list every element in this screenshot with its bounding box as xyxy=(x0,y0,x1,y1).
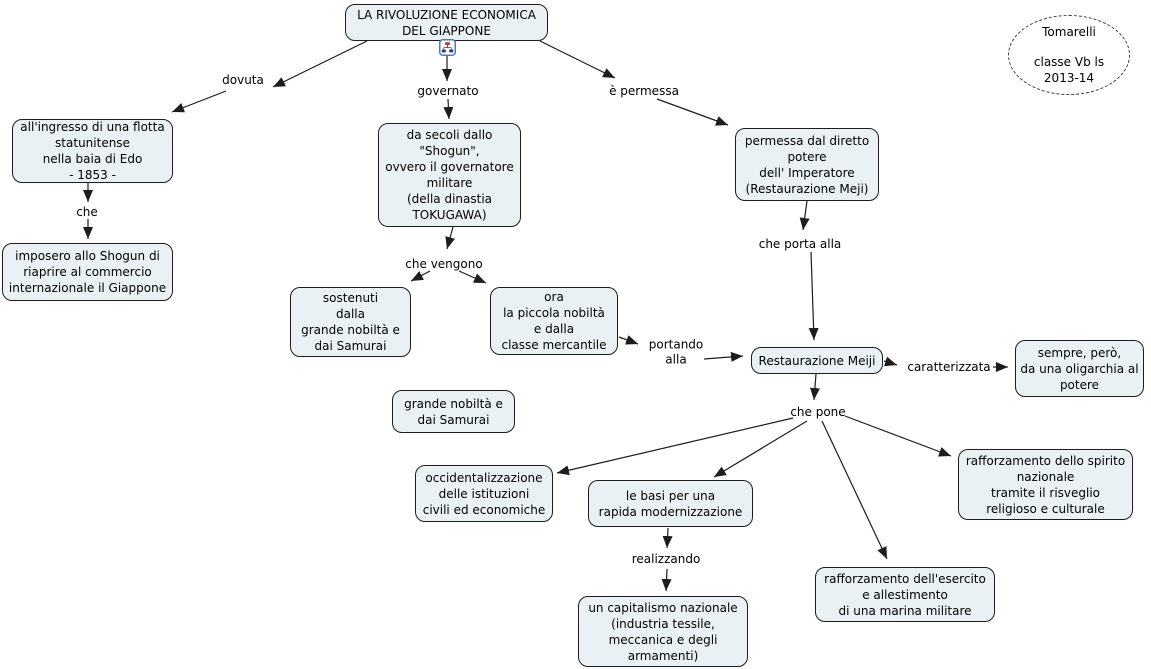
connector-line xyxy=(443,98,454,120)
connector-line xyxy=(809,373,820,401)
connector-line xyxy=(883,356,898,367)
linking-phrase-dovuta[interactable]: dovuta xyxy=(222,72,264,87)
concept-capitalismo-nazionale[interactable]: un capitalismo nazionale (industria tess… xyxy=(578,596,748,667)
connector-line xyxy=(799,200,810,231)
connector-line xyxy=(171,90,227,113)
linking-phrase-che-pone[interactable]: che pone xyxy=(790,404,846,419)
concept-imposero-shogun[interactable]: imposero allo Shogun di riaprire al comm… xyxy=(2,243,173,301)
concept-occidentalizzazione[interactable]: occidentalizzazione delle istituzioni ci… xyxy=(415,465,553,522)
connector-line xyxy=(539,40,616,79)
concept-permessa-imperatore[interactable]: permessa dal diretto potere dell' Impera… xyxy=(735,128,879,201)
linked-cmap-icon[interactable] xyxy=(439,39,456,56)
author-note-line: classe Vb ls xyxy=(1033,55,1105,69)
concept-basi-modernizzazione[interactable]: le basi per una rapida modernizzazione xyxy=(588,480,753,527)
linking-phrase-caratterizzata[interactable]: caratterizzata xyxy=(907,359,991,374)
connector-line xyxy=(703,351,744,362)
connector-line xyxy=(410,270,431,282)
linking-phrase-portando-alla[interactable]: portando alla xyxy=(648,337,704,367)
author-note-line: Tomarelli xyxy=(1042,25,1096,39)
linking-phrase-che[interactable]: che xyxy=(76,204,98,219)
connector-line xyxy=(272,40,368,88)
linking-phrase-governato[interactable]: governato xyxy=(417,83,479,98)
concept-flotta-usa[interactable]: all'ingresso di una flotta statunitense … xyxy=(12,119,173,183)
concept-title[interactable]: LA RIVOLUZIONE ECONOMICA DEL GIAPPONE xyxy=(345,4,548,41)
connector-line xyxy=(618,335,639,345)
connector-line xyxy=(713,420,808,478)
connector-line xyxy=(844,415,952,457)
connector-line xyxy=(821,420,888,560)
concept-piccola-nobilta[interactable]: ora la piccola nobiltà e dalla classe me… xyxy=(490,287,618,355)
linking-phrase-realizzando[interactable]: realizzando xyxy=(631,551,701,566)
concept-restaurazione-meiji[interactable]: Restaurazione Meiji xyxy=(751,347,883,374)
connector-line xyxy=(662,527,673,549)
connector-line xyxy=(661,568,672,592)
connector-line xyxy=(808,251,819,341)
connector-line xyxy=(458,270,487,284)
connector-line xyxy=(656,98,729,126)
linking-phrase-e-permessa[interactable]: è permessa xyxy=(609,83,679,98)
author-note-line: 2013-14 xyxy=(1043,71,1095,85)
concept-oligarchia[interactable]: sempre, però, da una oligarchia al poter… xyxy=(1015,340,1144,397)
concept-rafforzamento-spirito[interactable]: rafforzamento dello spirito nazionale tr… xyxy=(958,449,1133,520)
concept-shogun-tokugawa[interactable]: da secoli dallo "Shogun", ovvero il gove… xyxy=(378,123,521,227)
concept-rafforzamento-esercito[interactable]: rafforzamento dell'esercito e allestimen… xyxy=(815,567,995,622)
concept-grande-nobilta[interactable]: grande nobiltà e dai Samurai xyxy=(392,390,515,433)
connector-line xyxy=(445,226,455,250)
concept-sostenuti-nobilta[interactable]: sostenuti dalla grande nobiltà e dai Sam… xyxy=(290,287,411,357)
author-note-oval[interactable]: Tomarelli classe Vb ls 2013-14 xyxy=(1008,15,1130,95)
linking-phrase-che-porta-alla[interactable]: che porta alla xyxy=(758,236,842,251)
linking-phrase-che-vengono[interactable]: che vengono xyxy=(405,256,483,271)
connector-line xyxy=(556,417,794,476)
